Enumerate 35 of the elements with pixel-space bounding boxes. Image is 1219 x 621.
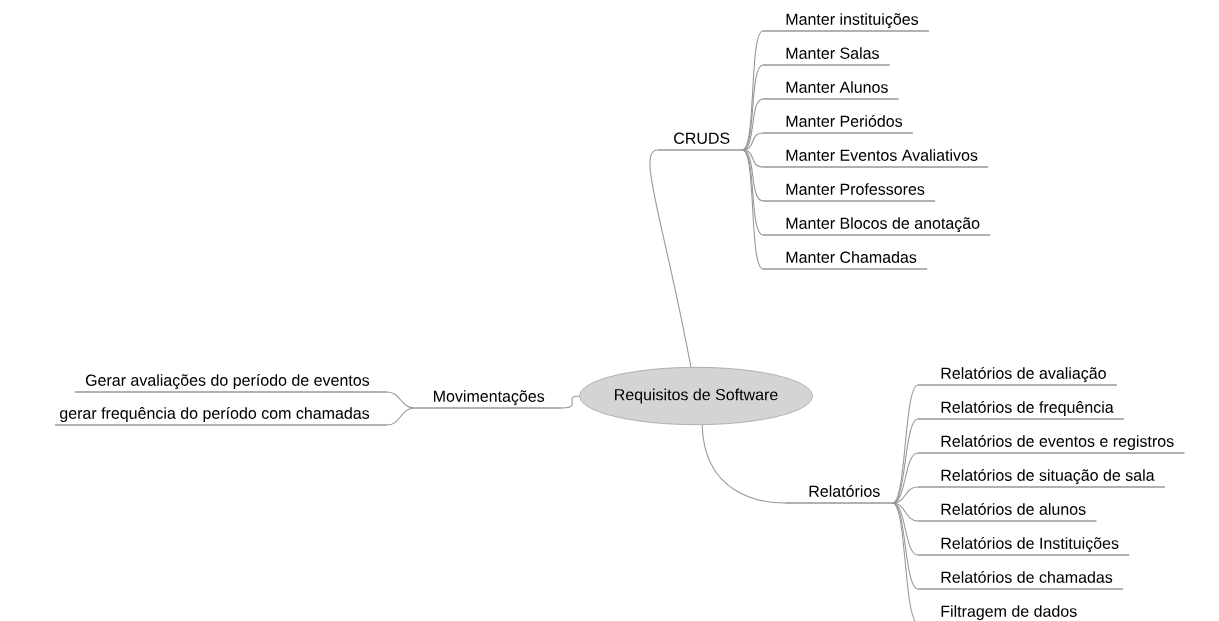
branch-line (892, 502, 919, 621)
branch-line (892, 502, 919, 556)
topic-label: Manter Professores (762, 183, 936, 202)
topic-label: Movimentações (413, 390, 563, 409)
topic-label: CRUDS (657, 132, 743, 151)
branch-line (892, 384, 919, 504)
topic-label: Relatórios de frequência (917, 400, 1125, 420)
branch-line (649, 149, 692, 368)
topic-label: Manter Eventos Avaliativos (762, 149, 989, 168)
branch-line (892, 502, 919, 522)
topic-label: Filtragem de dados (941, 605, 1077, 621)
topic-label: Manter Alunos (762, 81, 900, 100)
topic-label: gerar frequência do período com chamadas (54, 406, 388, 426)
topic-label: Relatórios de alunos (917, 502, 1097, 522)
topic-label: Manter Salas (762, 47, 891, 66)
branch-line (892, 452, 919, 504)
topic-label: Relatórios de Instituições (917, 536, 1130, 556)
topic-label: Manter Chamadas (762, 251, 928, 270)
topic-label: Relatórios de chamadas (917, 570, 1124, 590)
branch-line (741, 64, 764, 151)
topic-label: Relatórios de avaliação (917, 366, 1118, 386)
branch-line (561, 395, 580, 409)
branch-line (741, 149, 764, 270)
topic-label: Relatórios (784, 484, 894, 504)
topic-label: Relatórios de eventos e registros (917, 434, 1185, 454)
topic-label: Manter Blocos de anotação (762, 217, 991, 236)
topic-label: Relatórios de situação de sala (917, 468, 1166, 488)
topic-label: Manter Periódos (762, 114, 914, 134)
topic-label: Gerar avaliações do período de eventos (74, 373, 388, 393)
branch-line (701, 424, 786, 504)
branch-line (892, 486, 919, 504)
branch-line (386, 391, 415, 409)
topic-label: Manter instituições (762, 13, 930, 32)
branch-line (892, 418, 919, 504)
branch-line (386, 407, 415, 426)
